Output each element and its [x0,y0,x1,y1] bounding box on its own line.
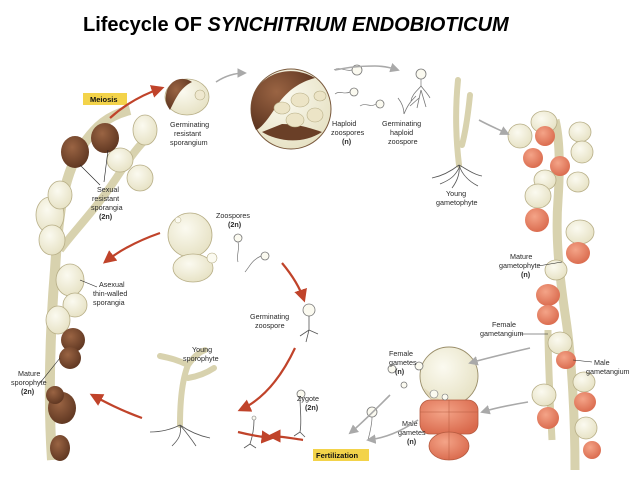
mature-gametophyte-line3: (n) [521,270,531,279]
male-gametes-line1: Male [402,419,418,428]
germinating-zoospore-line2: zoospore [255,321,285,330]
title-species: SYNCHITRIUM ENDOBIOTICUM [207,14,509,36]
female-gametes-line3: (n) [395,367,405,376]
asexual-line3: sporangia [93,298,125,307]
male-gametangium-line2: gametangium [586,367,630,376]
male-gametangium-line1: Male [594,358,610,367]
germinating-haploid-line1: Germinating [382,119,421,128]
young-gametophyte-line1: Young [446,189,466,198]
svg-text:Germinating: Germinating [170,120,209,129]
sexual-resistant-label: Sexual resistant sporangia (2n) [79,149,123,221]
arrow-asexual-to-zoospores [102,231,161,264]
mature-sporophyte-label: Mature sporophyte (2n) [11,357,61,396]
young-sporophyte-line1: Young [192,345,212,354]
fertilization-tag: Fertilization [313,449,369,461]
asexual-label: Asexual thin-walled sporangia [79,279,127,307]
mature-gametophyte-line2: gametophyte [499,261,541,270]
arrow-to-zygote [267,429,304,443]
arrow-to-zoospores [334,63,400,73]
fertilization-enlargement: Female gametes (n) Male gametes (n) [366,346,479,461]
mature-sporophyte-line3: (2n) [21,387,35,396]
meiosis-tag: Meiosis [83,93,127,105]
germinating-resistant-line1: Germinating [170,120,209,129]
arrow-to-enlarged [215,68,247,83]
germinating-haploid-line3: zoospore [388,137,418,146]
asexual-line1: Asexual [99,280,125,289]
germinating-resistant-sporangium: Germinating resistant sporangium [164,78,210,147]
sexual-resistant-line3: sporangia [91,203,123,212]
mature-gametophyte-plant: Mature gametophyte (n) Female gametangiu… [480,110,630,471]
arrow-to-young-sporophyte [237,347,296,412]
haploid-zoospores: Haploid zoospores (n) [331,64,385,146]
svg-text:sporangium: sporangium [170,138,208,147]
cycle-arrows [89,63,531,444]
female-gametes-line2: gametes [389,358,417,367]
arrow-zygote [237,430,275,444]
title-prefix: Lifecycle OF [83,14,208,36]
zoospores-2n-line2: (2n) [228,220,242,229]
haploid-zoospores-line3: (n) [342,137,352,146]
young-sporophyte: Young sporophyte [149,345,219,447]
sexual-resistant-line4: (2n) [99,212,113,221]
young-gametophyte: Young gametophyte [431,77,483,207]
germinating-resistant-line2: resistant [174,129,201,138]
germinating-zoospore: Germinating zoospore [250,303,319,343]
zygote: Zygote (2n) [243,389,319,449]
meiosis-label: Meiosis [90,95,118,104]
female-gametes-line1: Female [389,349,413,358]
mature-sporophyte-plant [35,105,158,461]
germinating-zoospore-line1: Germinating [250,312,289,321]
arrow-to-gametophyte [478,119,510,135]
arrow-gametangium-to-enlarge [468,347,531,366]
arrow-male-gametes [366,419,419,444]
zygote-line1: Zygote [297,394,319,403]
young-gametophyte-line2: gametophyte [436,198,478,207]
arrow-meiosis [109,85,165,119]
zygote-line2: (2n) [305,403,319,412]
germinating-haploid-zoospore: Germinating haploid zoospore [382,68,431,146]
female-gametangium-line2: gametangium [480,329,524,338]
asexual-line2: thin-walled [93,289,127,298]
mature-sporophyte-line1: Mature [18,369,40,378]
male-gametes-line3: (n) [407,437,417,446]
svg-text:resistant: resistant [174,129,201,138]
mature-gametophyte-line1: Mature [510,252,532,261]
haploid-zoospores-line2: zoospores [331,128,365,137]
germinating-resistant-line3: sporangium [170,138,208,147]
arrow-female-gametes [348,394,391,435]
arrow-gametangium-to-enlarge-2 [480,401,529,415]
male-gametes-line2: gametes [398,428,426,437]
sexual-resistant-line2: resistant [92,194,119,203]
fertilization-label: Fertilization [316,451,359,460]
young-sporophyte-line2: sporophyte [183,354,219,363]
haploid-zoospores-line1: Haploid [332,119,356,128]
zoospores-2n-line1: Zoospores [216,211,250,220]
arrow-to-mature-sporophyte [89,393,143,420]
zoospores-2n: Zoospores (2n) [167,211,270,283]
diagram-title: Lifecycle OF SYNCHITRIUM ENDOBIOTICUM [83,14,509,37]
enlarged-sporangium [250,68,332,150]
sexual-resistant-line1: Sexual [97,185,119,194]
mature-sporophyte-line2: sporophyte [11,378,47,387]
germinating-haploid-line2: haploid [390,128,413,137]
female-gametangium-line1: Female [492,320,516,329]
arrow-to-germinating [281,262,307,303]
